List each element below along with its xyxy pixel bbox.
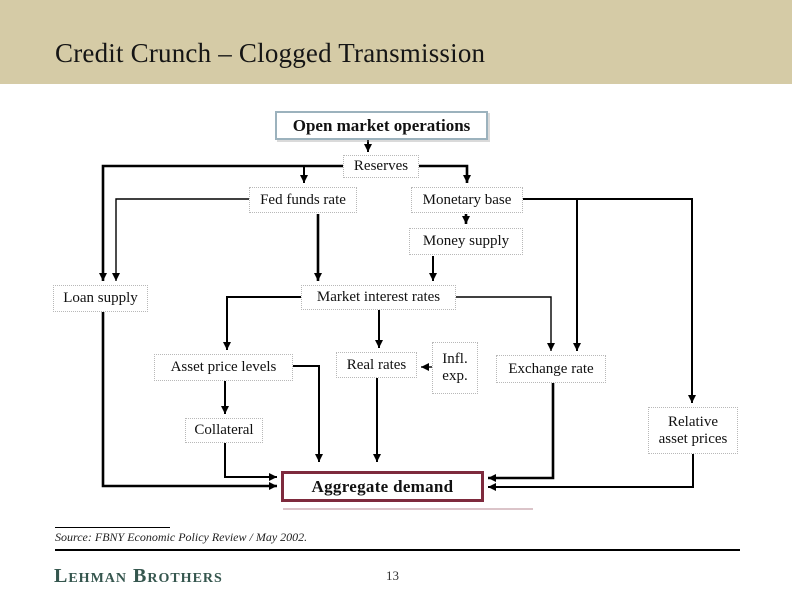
node-asset-price-levels: Asset price levels (154, 354, 293, 381)
connector-collateral-to-demand (224, 443, 277, 481)
connector-reserves-to-loan (99, 164, 344, 281)
node-exchange-rate: Exchange rate (496, 355, 606, 383)
node-fed-funds-rate: Fed funds rate (249, 187, 357, 213)
connector-loan-to-demand (101, 312, 277, 490)
lehman-brothers-logo: Lehman Brothers (54, 565, 223, 587)
connector-fedfunds-to-loan (112, 198, 249, 281)
node-real-rates: Real rates (336, 352, 417, 378)
node-reserves: Reserves (343, 155, 419, 178)
node-collateral: Collateral (185, 418, 263, 443)
node-aggregate-demand: Aggregate demand (281, 471, 484, 502)
footer-rule (55, 549, 740, 551)
connector-reserves-to-monbase (419, 164, 471, 183)
connector-exchrate-to-demand (488, 383, 555, 482)
header-band (0, 0, 792, 84)
page-number: 13 (386, 568, 399, 583)
slide-title: Credit Crunch – Clogged Transmission (55, 38, 486, 68)
node-inflation-expectations: Infl. exp. (432, 342, 478, 394)
connector-relassets-to-demand (488, 454, 694, 491)
footnote-separator-rule (55, 527, 170, 528)
node-relative-asset-prices: Relative asset prices (648, 407, 738, 454)
node-money-supply: Money supply (409, 228, 523, 255)
node-monetary-base: Monetary base (411, 187, 523, 213)
source-note: Source: FBNY Economic Policy Review / Ma… (55, 530, 308, 544)
node-loan-supply: Loan supply (53, 285, 148, 312)
connector-assetprices-to-demand (293, 365, 323, 462)
demand-box-shadow-line (283, 508, 533, 510)
connector-mir-to-assetprices (223, 296, 301, 350)
node-market-interest-rates: Market interest rates (301, 285, 456, 310)
node-open-market-operations: Open market operations (275, 111, 488, 140)
